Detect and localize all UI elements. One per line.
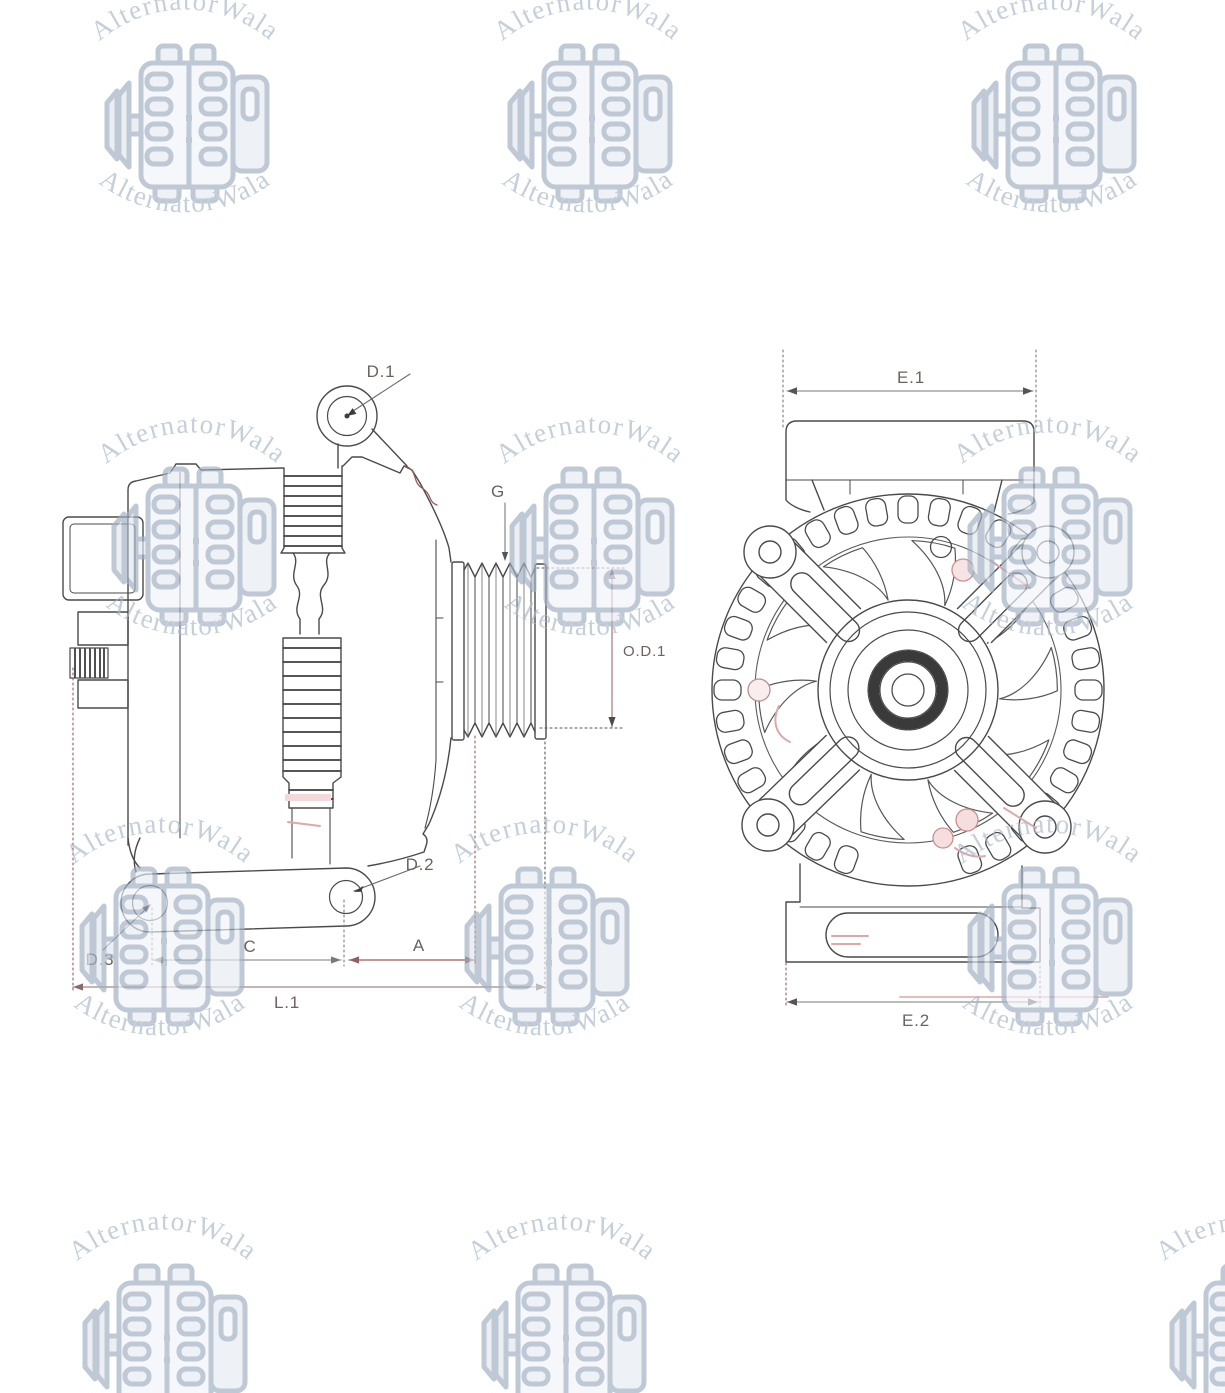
- dim-label-od1: O.D.1: [623, 643, 666, 660]
- rim-vent-slot: [723, 739, 753, 765]
- dim-label-d2: D.2: [406, 855, 435, 874]
- rim-vent-slot: [737, 586, 767, 613]
- bottom-lugs: [120, 837, 376, 933]
- arm-edge: [791, 769, 861, 837]
- dim-label-e1: E.1: [897, 368, 925, 387]
- small-hole-pink: [932, 827, 954, 849]
- rim-vent-slot: [1049, 767, 1079, 794]
- dimension-layer: D.1 D.2 D.3 C A L.1 O.D.1 G E.1 E.2: [72, 349, 1041, 1030]
- front-view: [711, 420, 1105, 963]
- terminal-stud: [69, 647, 109, 679]
- dim-label-d3: D.3: [86, 950, 115, 969]
- rim-vent-slot: [715, 647, 745, 671]
- arm-slot: [788, 736, 860, 806]
- front-boss-line: [424, 539, 437, 829]
- leader-d3: [102, 905, 150, 951]
- rim-vent-slot: [715, 709, 745, 733]
- spline-teeth: [868, 650, 948, 730]
- rim-vent-slot: [1071, 709, 1101, 733]
- rim-vent-slot: [1074, 679, 1103, 701]
- rim-vent-slot: [713, 679, 742, 701]
- rim-vent-slot: [865, 497, 889, 527]
- rim-vent-slot: [1071, 647, 1101, 671]
- rear-connector-block: [62, 516, 144, 601]
- rim-vent-slot: [1063, 739, 1093, 765]
- arm-edge: [793, 541, 862, 610]
- watermark-layer: [60, 0, 1225, 1393]
- rim-vent-slot: [833, 505, 859, 535]
- dim-label-l1: L.1: [274, 993, 300, 1012]
- small-hole-pink: [951, 558, 975, 582]
- arm-slot: [790, 572, 861, 643]
- extension-lines: [72, 349, 1041, 1008]
- front-edge-upper: [419, 482, 452, 563]
- rim-vent-slot: [723, 615, 753, 641]
- dim-label-c: C: [243, 937, 256, 956]
- arm-hole: [756, 813, 780, 837]
- small-hole-pink: [955, 808, 979, 832]
- dim-label-d1: D.1: [367, 362, 396, 381]
- mounting-arm: [743, 525, 862, 644]
- rim-vent-slot: [957, 505, 983, 535]
- front-edge-lower: [367, 737, 452, 867]
- arm-edge: [759, 575, 828, 644]
- cooling-fins: [282, 475, 343, 800]
- rim-vent-slot: [804, 519, 831, 549]
- small-hole: [747, 678, 771, 702]
- mounting-arms: [741, 525, 1075, 854]
- dim-label-e2: E.2: [902, 1011, 930, 1030]
- fin-neck-right: [318, 552, 331, 635]
- rim-vent-slot: [957, 845, 983, 875]
- leader-d2: [353, 865, 421, 892]
- fan-blade: [846, 773, 925, 851]
- rear-lower-block: [77, 679, 129, 709]
- small-hole: [929, 535, 953, 559]
- fin-band-lower-edges: [282, 637, 342, 809]
- rim-vent-slot: [897, 495, 919, 524]
- rim-vent-slot: [1063, 615, 1093, 641]
- fin-band-upper-edges: [280, 465, 346, 554]
- fin-neck-left: [292, 552, 301, 635]
- dim-label-a: A: [413, 936, 425, 955]
- arm-hole: [758, 540, 782, 564]
- fin-tail-lines: [291, 807, 331, 865]
- body-outline: [127, 463, 284, 846]
- shaft-hub: [817, 599, 999, 781]
- rim-vent-slot: [804, 831, 831, 861]
- mounting-arm: [741, 734, 861, 852]
- bottom-bracket: [785, 863, 1041, 963]
- arm-edge: [757, 734, 827, 802]
- drawing-layer: D.1 D.2 D.3 C A L.1 O.D.1 G E.1 E.2: [62, 349, 1109, 1030]
- side-view: [62, 385, 547, 933]
- rim-vent-slot: [737, 767, 767, 794]
- rim-vent-slot: [833, 845, 859, 875]
- leader-d1: [349, 373, 411, 414]
- body-top-front: [342, 456, 421, 484]
- top-mounting-eye: [316, 385, 408, 469]
- rear-small-block: [77, 611, 129, 646]
- fan-blade: [998, 640, 1064, 708]
- arm-edge: [987, 735, 1056, 804]
- rim-vent-slot: [927, 497, 951, 527]
- mounting-arm: [953, 735, 1072, 854]
- arm-slot: [954, 736, 1025, 807]
- housing-rim: [711, 493, 1105, 887]
- pulley: [451, 561, 547, 741]
- rear-connector-inner: [69, 523, 136, 594]
- front-top-notch-red: [404, 465, 438, 506]
- dim-label-g: G: [491, 482, 505, 501]
